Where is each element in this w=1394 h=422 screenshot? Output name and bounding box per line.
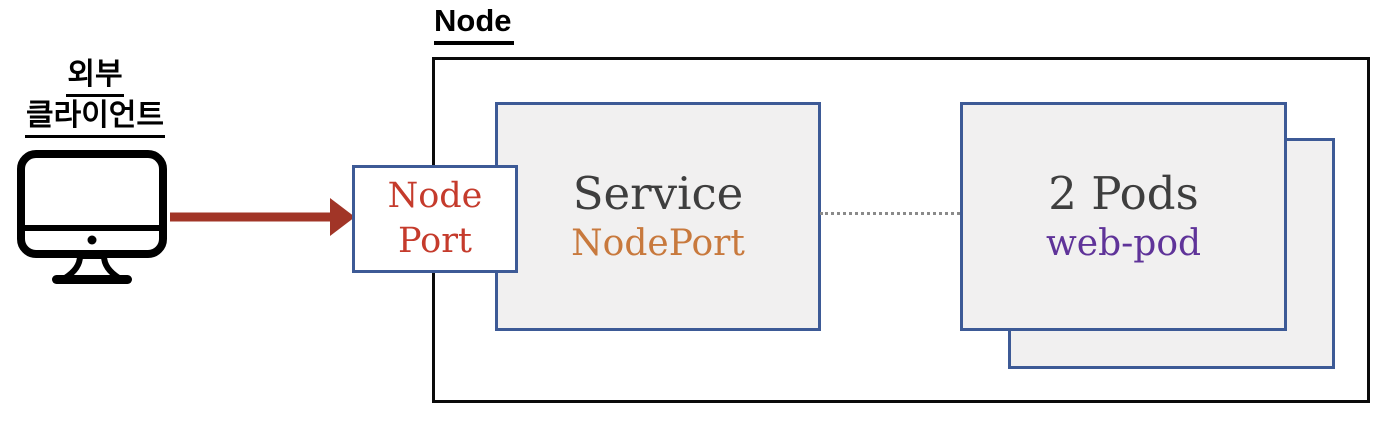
request-arrow — [170, 198, 355, 236]
service-box: Service NodePort — [495, 102, 821, 331]
node-label: Node — [434, 3, 514, 45]
desktop-computer-icon — [17, 150, 167, 284]
node-port-box: Node Port — [352, 165, 518, 273]
external-client-label-line1: 외부 — [66, 56, 124, 97]
service-title: Service — [572, 167, 744, 221]
pods-title: 2 Pods — [1048, 167, 1199, 221]
external-client-label: 외부 클라이언트 — [0, 56, 190, 138]
pods-subtitle: web-pod — [1045, 222, 1202, 264]
node-port-line2: Port — [398, 221, 472, 261]
service-to-pods-connector — [820, 212, 960, 215]
external-client-label-line2: 클라이언트 — [25, 97, 165, 138]
node-label-text: Node — [434, 3, 514, 45]
service-subtitle: NodePort — [571, 222, 745, 264]
pod-box-front: 2 Pods web-pod — [960, 102, 1287, 331]
node-port-line1: Node — [387, 176, 483, 216]
